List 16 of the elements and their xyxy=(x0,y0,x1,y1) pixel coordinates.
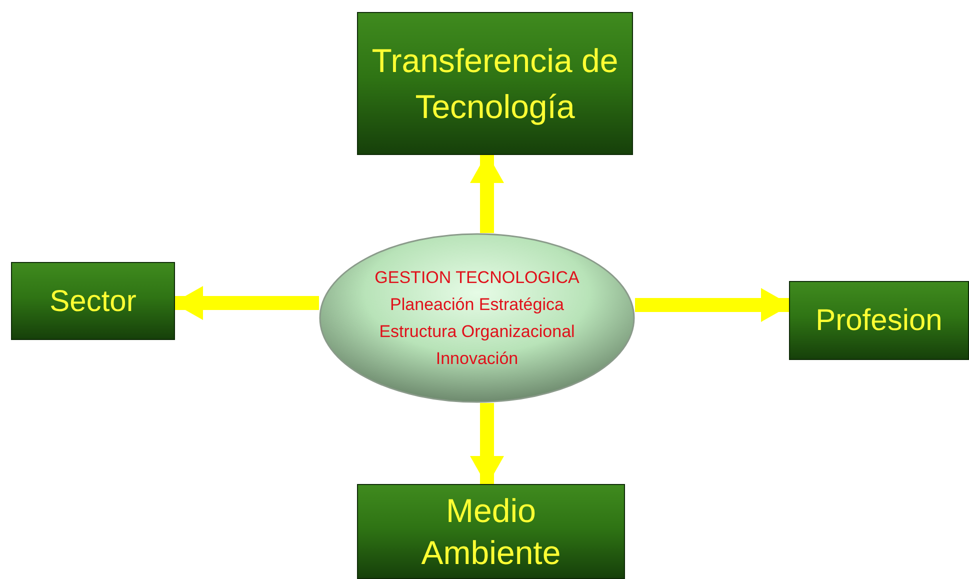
ellipse-text: Estructura Organizacional xyxy=(379,321,575,343)
ellipse-text: Planeación Estratégica xyxy=(390,294,564,316)
process-box xyxy=(357,484,625,579)
arrow xyxy=(470,403,504,486)
arrow xyxy=(173,286,319,320)
box-label: Transferencia de Tecnología xyxy=(370,40,620,127)
box-label: Profesion xyxy=(814,303,944,339)
box-label: Sector xyxy=(48,284,138,320)
box-label: Medio Ambiente xyxy=(420,490,562,572)
ellipse-text: GESTION TECNOLOGICA xyxy=(374,267,580,289)
arrow xyxy=(635,288,791,322)
process-box xyxy=(357,12,633,155)
process-box xyxy=(11,262,175,340)
arrow xyxy=(470,153,504,233)
process-box xyxy=(789,281,969,360)
ellipse-text: Innovación xyxy=(436,348,518,370)
